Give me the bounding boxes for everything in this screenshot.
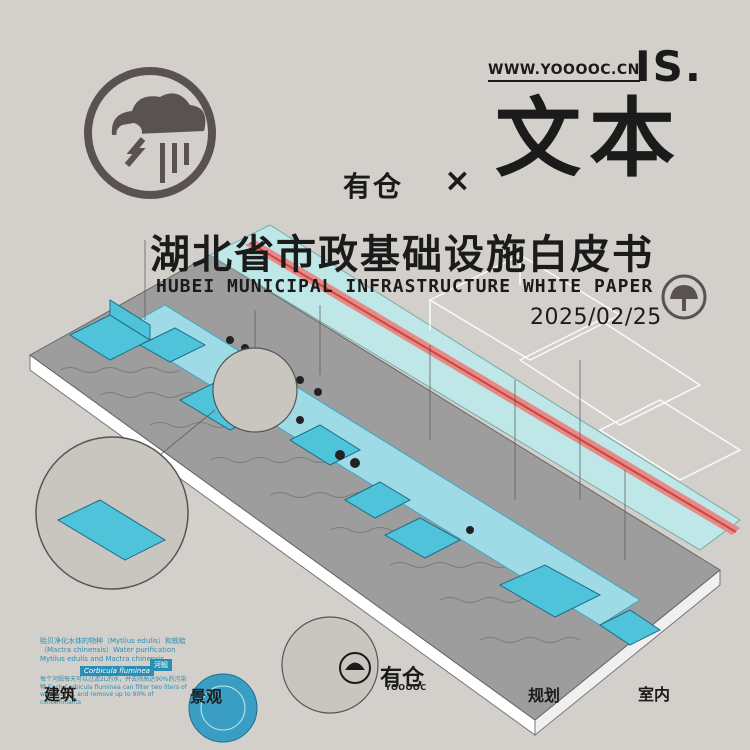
cloud-rain-logo-icon [84,67,216,199]
publish-date: 2025/02/25 [530,305,662,330]
bottom-brand-name: 有仓 [380,666,425,691]
mussel-callout-text: 贻贝净化水体的物种（Mytilus edulis）和蚬蛤（Mactra chin… [40,637,186,663]
label-architecture: 建筑 [44,685,77,704]
label-landscape: 景观 [190,687,223,706]
zoom-bubble-upper [212,347,298,433]
wenben-heading: 文本 [495,89,683,189]
is-mark: IS. [635,42,703,91]
small-tree-logo-icon [661,274,707,320]
label-interior: 室内 [638,685,671,704]
outline-buildings [428,254,742,481]
trees [226,336,474,534]
bottom-brand-logo-mark [345,662,365,670]
water-circle [188,673,258,743]
bubble-building [56,499,167,561]
bubble-leader-line [159,409,216,456]
bottom-brand-sub: YOOOOC [385,683,427,692]
title-chinese: 湖北省市政基础设施白皮书 [150,232,654,278]
label-planning: 规划 [528,686,561,705]
bottom-brand-logo [339,652,371,684]
water-channel [208,224,741,551]
corbicula-callout-text: 每个河蚬每天可以过滤2L的水，并去除高达90%的污染物 Each Corbicu… [40,676,187,706]
water-circle-inner [200,685,246,731]
title-english: HUBEI MUNICIPAL INFRASTRUCTURE WHITE PAP… [156,276,654,297]
website-url[interactable]: WWW.YOOOOC.CN [488,62,640,82]
annotation-lines [144,240,626,560]
callout-tag: 河蚬 [150,659,172,671]
corbicula-tag: Corbicula fluminea [80,666,154,676]
zoom-bubble-bottom [281,616,379,714]
times-symbol: × [444,161,471,199]
road-line [249,242,737,533]
brand-name: 有仓 [343,170,404,203]
